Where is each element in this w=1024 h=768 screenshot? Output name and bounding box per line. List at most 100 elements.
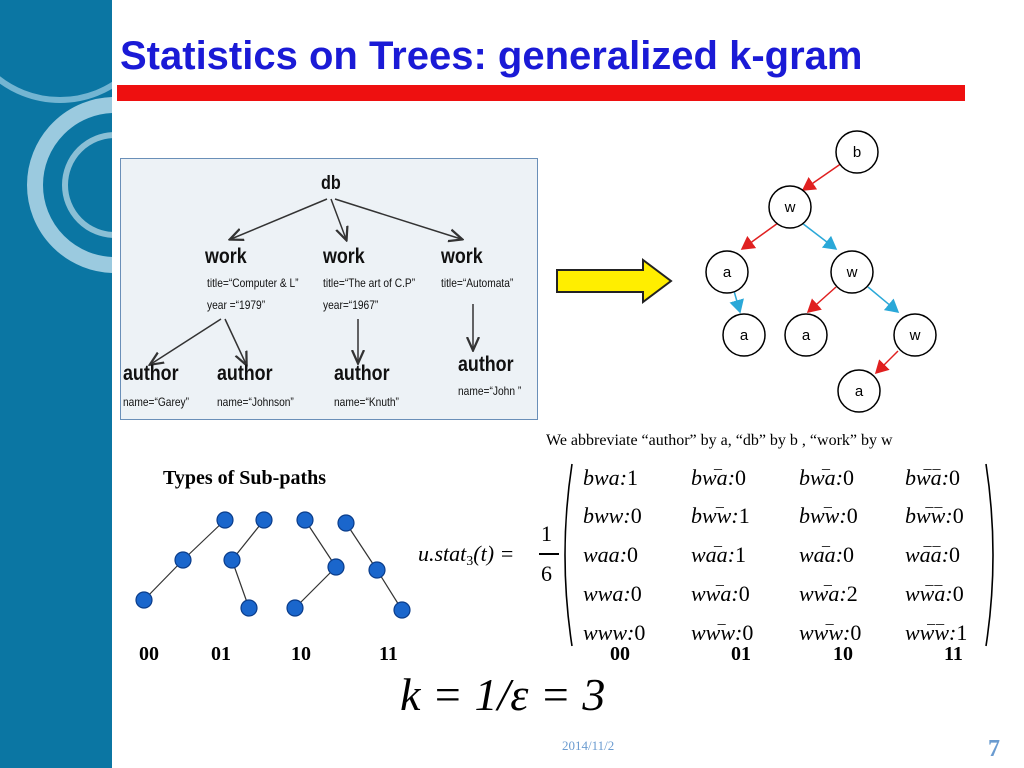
matrix-cell: _bwa:0 [691, 455, 747, 490]
edge-work1-author2 [224, 318, 246, 364]
tree-node-label: a [855, 383, 864, 400]
matrix-cell: _bww:0 [799, 493, 858, 528]
tree-node-w [768, 185, 812, 229]
formula-subscript: 3 [466, 554, 474, 570]
tree-node-a [705, 250, 749, 294]
work-label: work [441, 245, 483, 268]
db-root-label: db [321, 173, 341, 194]
stat-matrix: bwa:1 _bwa:0 _bwa:0 __bwa:0 bww:0 _bww:1… [583, 455, 993, 655]
matrix-parentheses [564, 463, 994, 647]
formula-arg: (t) = [473, 541, 515, 566]
work-title: title=“Computer & L” [207, 276, 299, 290]
tree-node-w [830, 250, 874, 294]
formula-lhs: u.stat3(t) = [418, 541, 514, 570]
edge-w-w [867, 286, 900, 313]
subpath-node [216, 511, 234, 529]
edge-w-a [806, 286, 837, 313]
author-label: author [458, 353, 514, 376]
matrix-cell: bwa:1 [583, 465, 639, 490]
work-title: title=“Automata” [441, 276, 514, 290]
slide-page-number: 7 [988, 736, 1000, 762]
matrix-col-label-00: 00 [610, 643, 630, 665]
edge-w-w [801, 222, 838, 250]
author-label: author [334, 362, 390, 385]
edge-db-work1 [231, 198, 328, 239]
subpath-node [337, 514, 355, 532]
matrix-cell: _wwa:2 [799, 571, 858, 606]
formula-lhs-text: u.stat [418, 541, 467, 566]
author-label: author [217, 362, 273, 385]
work-year: year=“1967” [323, 298, 379, 312]
subpath-node [368, 561, 386, 579]
tree-node-label: a [802, 327, 811, 344]
sidebar-decoration [0, 0, 112, 768]
subpaths-title: Types of Sub-paths [163, 467, 327, 489]
subpath-node [240, 599, 258, 617]
subpath-node [135, 591, 153, 609]
matrix-cell: __wwa:0 [905, 571, 964, 606]
abbreviated-tree: b w a w a a w a [705, 130, 937, 413]
subpath-label-11: 11 [379, 643, 398, 665]
subpath-types-diagram [135, 511, 411, 619]
tree-node-b [835, 130, 879, 174]
subpath-node [255, 511, 273, 529]
slide-title: Statistics on Trees: generalized k-gram [120, 34, 863, 78]
matrix-cell: waa:0 [583, 542, 639, 567]
subpath-node [286, 599, 304, 617]
author-name: name=“Garey” [123, 395, 190, 409]
edge-b-w [801, 162, 843, 191]
edge-a-a [729, 290, 744, 314]
tree-node-label: b [853, 144, 861, 161]
slide-date: 2014/11/2 [562, 738, 615, 753]
tree-node-w [893, 313, 937, 357]
subpath-node [296, 511, 314, 529]
matrix-cell: _bwa:0 [799, 455, 855, 490]
work-label: work [323, 245, 365, 268]
author-name: name=“John ” [458, 384, 522, 398]
matrix-cell: _www:0 [691, 610, 754, 645]
edge-w-a [740, 222, 779, 250]
tree-node-label: w [846, 264, 858, 281]
work-label: work [205, 245, 247, 268]
abbreviation-note: We abbreviate “author” by a, “db” by b ,… [546, 432, 893, 449]
matrix-cell: _bww:1 [691, 493, 750, 528]
subpath-node [327, 558, 345, 576]
subpath-node [223, 551, 241, 569]
tree-node-a [784, 313, 828, 357]
transform-arrow-icon [556, 258, 673, 304]
db-tree-edges [121, 198, 539, 421]
matrix-cell: __bwa:0 [905, 455, 961, 490]
matrix-cell: _wwa:0 [691, 571, 750, 606]
matrix-cell: wwa:0 [583, 581, 642, 606]
author-name: name=“Johnson” [217, 395, 294, 409]
matrix-cell: _waa:0 [799, 532, 855, 567]
k-formula: k = 1/ε = 3 [400, 669, 606, 720]
edge-w-a [874, 350, 899, 375]
matrix-cell: _www:0 [799, 610, 862, 645]
tree-node-label: w [784, 199, 796, 216]
tree-node-a [837, 369, 881, 413]
subpath-node [393, 601, 411, 619]
fraction-line [539, 553, 559, 555]
subpath-label-10: 10 [291, 643, 311, 665]
tree-node-label: a [723, 264, 732, 281]
title-underline-bar [117, 85, 965, 101]
edge-db-work2 [330, 198, 346, 239]
tree-node-label: w [909, 327, 921, 344]
matrix-cell: __waa:0 [905, 532, 961, 567]
edge-work1-author1 [151, 318, 222, 364]
matrix-cell: __bww:0 [905, 493, 964, 528]
fraction-numerator: 1 [541, 521, 552, 546]
work-title: title=“The art of C.P” [323, 276, 416, 290]
edge-db-work3 [334, 198, 461, 239]
matrix-cell: www:0 [583, 620, 646, 645]
tree-node-a [722, 313, 766, 357]
subpath-label-00: 00 [139, 643, 159, 665]
matrix-cell: _waa:1 [691, 532, 747, 567]
work-year: year =“1979” [207, 298, 266, 312]
matrix-col-label-10: 10 [833, 643, 853, 665]
subpath-label-01: 01 [211, 643, 231, 665]
matrix-col-label-01: 01 [731, 643, 751, 665]
author-label: author [123, 362, 179, 385]
author-name: name=“Knuth” [334, 395, 399, 409]
